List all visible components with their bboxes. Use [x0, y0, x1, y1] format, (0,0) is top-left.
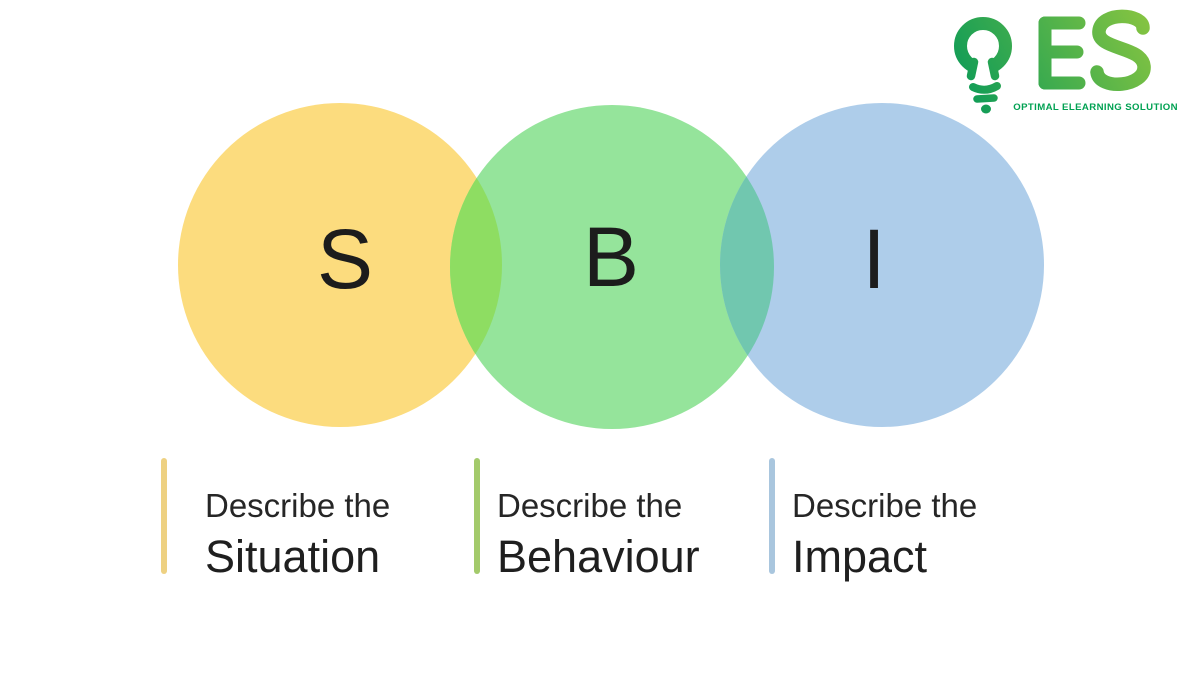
caption-prefix: Describe the: [205, 487, 391, 524]
circle-situation: [178, 103, 502, 427]
circle-letter-s: S: [316, 212, 374, 306]
caption-word: Impact: [792, 531, 928, 582]
caption-accent-bar-situation: [161, 458, 167, 574]
logo-tagline: OPTIMAL ELEARNING SOLUTION: [1013, 102, 1178, 113]
caption-behaviour: Describe the Behaviour: [474, 458, 700, 583]
circle-letter-b: B: [582, 210, 640, 304]
caption-prefix: Describe the: [792, 487, 978, 524]
circle-impact: [720, 103, 1044, 427]
caption-accent-bar-impact: [769, 458, 775, 574]
caption-text-behaviour: Describe the Behaviour: [497, 458, 700, 583]
logo-letter-s: [1090, 9, 1151, 91]
logo-letter-e: [1038, 16, 1086, 90]
caption-prefix: Describe the: [497, 487, 683, 524]
caption-accent-bar-behaviour: [474, 458, 480, 574]
caption-situation: Describe the Situation: [161, 458, 390, 583]
caption-text-situation: Describe the Situation: [205, 458, 390, 583]
lightbulb-icon: [954, 17, 1012, 114]
caption-text-impact: Describe the Impact: [792, 458, 977, 583]
circle-behaviour: [450, 105, 774, 429]
oes-logo: OPTIMAL ELEARNING SOLUTION: [954, 9, 1178, 114]
circle-letter-i: I: [862, 212, 886, 306]
caption-word: Behaviour: [497, 531, 700, 582]
caption-impact: Describe the Impact: [769, 458, 977, 583]
caption-word: Situation: [205, 531, 381, 582]
